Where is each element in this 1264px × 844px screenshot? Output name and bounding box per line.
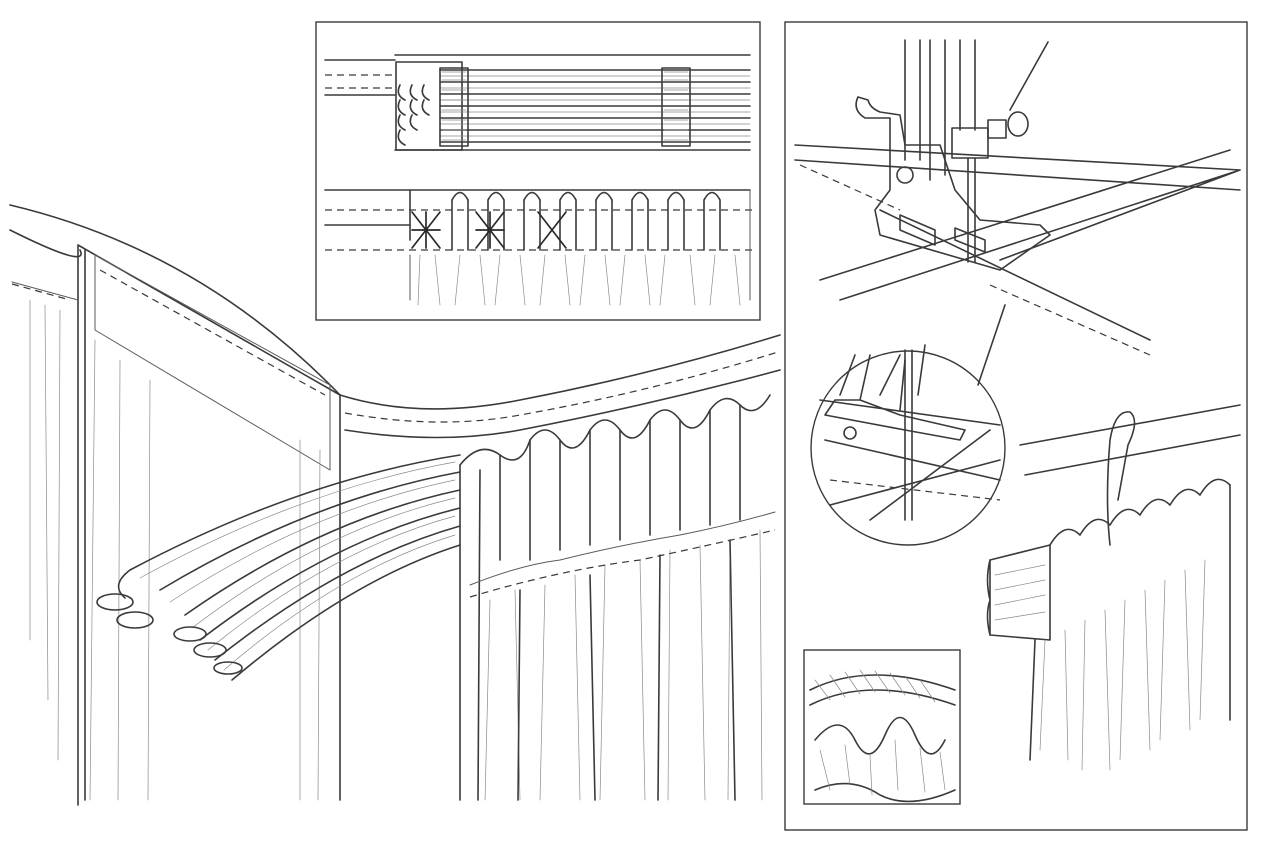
- fabric-drop-lines: [29, 299, 321, 801]
- flat-tape-band: [661, 67, 691, 147]
- cord-loop: [213, 661, 243, 675]
- inset-sewing-panel: [784, 21, 1248, 831]
- gathered-tape-pleats: [451, 191, 721, 201]
- curtain-hook: [1106, 411, 1136, 546]
- pulled-cords: [96, 454, 461, 681]
- curtain-rod: [1019, 404, 1241, 476]
- cord-bundle: [809, 674, 956, 706]
- heading-tape-band: [339, 334, 781, 439]
- hook-curtain-pleats: [1049, 478, 1231, 546]
- inset-tape-frame: [315, 21, 761, 321]
- fabric-under-foot: [794, 144, 1241, 341]
- flat-tape-cords: [439, 69, 751, 143]
- magnifier-circle: [810, 350, 1006, 546]
- cord-loop: [193, 642, 227, 658]
- fabric-top-edge: [9, 204, 341, 396]
- fabric-panel-fold: [11, 254, 331, 471]
- foot-screw: [896, 166, 914, 184]
- gathered-tape-edges: [324, 189, 411, 226]
- heading-tape-stitch: [344, 351, 779, 423]
- machine-shafts: [904, 39, 976, 181]
- main-curtain-scene: [9, 204, 781, 806]
- fabric-panel-left: [77, 244, 341, 806]
- inset-tape: [315, 21, 761, 321]
- thumb-screw: [1007, 111, 1029, 137]
- callout-line-top: [1009, 41, 1049, 111]
- cord-loop: [173, 626, 207, 642]
- needle-clamp: [951, 127, 989, 159]
- flat-tape-band: [439, 67, 469, 147]
- cord-loop: [96, 593, 134, 611]
- flat-tape-edges: [324, 54, 751, 151]
- cord-loop: [116, 611, 154, 629]
- gathered-ruffle: [814, 716, 946, 755]
- magnified-foot: [824, 344, 966, 441]
- magnified-needle: [904, 349, 913, 521]
- hook-tape-end: [986, 544, 1051, 641]
- fabric-panel-stitch: [11, 269, 326, 396]
- flat-tape-cord-ends: [397, 84, 430, 146]
- callout-line-mid: [977, 304, 1006, 386]
- presser-foot: [855, 96, 1051, 271]
- pleated-curtain: [459, 394, 776, 801]
- cross-stitch-marks: [411, 211, 567, 249]
- needle-screw: [987, 119, 1007, 139]
